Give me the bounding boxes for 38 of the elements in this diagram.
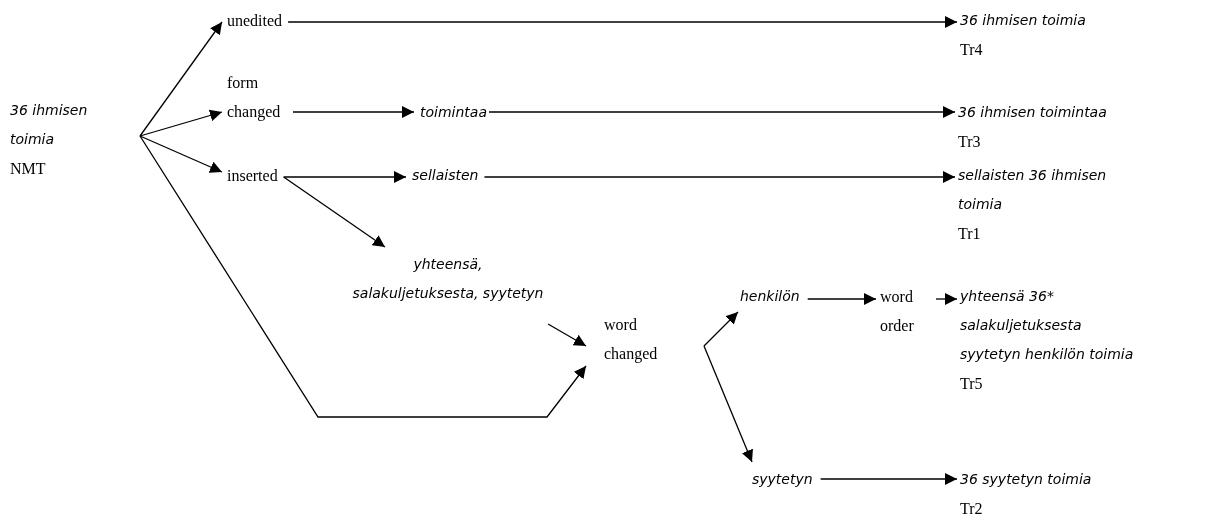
arrow bbox=[935, 293, 958, 305]
text-label: Tr4 bbox=[960, 40, 984, 60]
text-label: NMT bbox=[10, 159, 47, 179]
text-label: word changed bbox=[604, 315, 659, 365]
arrow bbox=[820, 473, 958, 485]
arrow bbox=[139, 109, 223, 137]
text-label: 36 ihmisen toimia bbox=[960, 11, 1086, 30]
text-label: word order bbox=[880, 287, 915, 336]
arrow bbox=[483, 171, 956, 183]
arrow bbox=[139, 135, 223, 173]
text-label: inserted bbox=[227, 166, 278, 186]
text-label: Tr1 bbox=[958, 224, 982, 244]
text-label: Tr5 bbox=[960, 374, 984, 394]
arrow bbox=[292, 106, 415, 118]
text-label: yhteensä 36* salakuljetuksesta syytetyn henkilön toimia bbox=[960, 287, 1135, 364]
arrow bbox=[703, 311, 739, 347]
arrow bbox=[287, 16, 958, 28]
text-label: Tr2 bbox=[960, 499, 984, 519]
text-label: henkilön bbox=[740, 287, 800, 306]
arrow bbox=[488, 106, 956, 118]
text-label: form changed bbox=[227, 73, 282, 123]
text-label: 36 ihmisen toimia bbox=[10, 101, 89, 149]
text-label: 36 syytetyn toimia bbox=[960, 470, 1092, 489]
arrow bbox=[139, 21, 223, 137]
arrow bbox=[139, 135, 587, 418]
text-label: 36 ihmisen toimintaa bbox=[958, 103, 1107, 122]
text-label: Tr3 bbox=[958, 132, 982, 152]
text-label: toimintaa bbox=[420, 103, 487, 122]
arrow bbox=[283, 176, 386, 248]
arrow bbox=[547, 323, 587, 347]
arrow bbox=[283, 171, 407, 183]
text-label: syytetyn bbox=[752, 470, 813, 489]
arrow bbox=[703, 345, 753, 463]
text-label: sellaisten 36 ihmisen toimia bbox=[958, 166, 1108, 214]
text-label: unedited bbox=[227, 11, 283, 31]
arrow bbox=[807, 293, 877, 305]
text-label: yhteensä, salakuljetuksesta, syytetyn bbox=[352, 255, 544, 303]
text-label: sellaisten bbox=[412, 166, 479, 185]
